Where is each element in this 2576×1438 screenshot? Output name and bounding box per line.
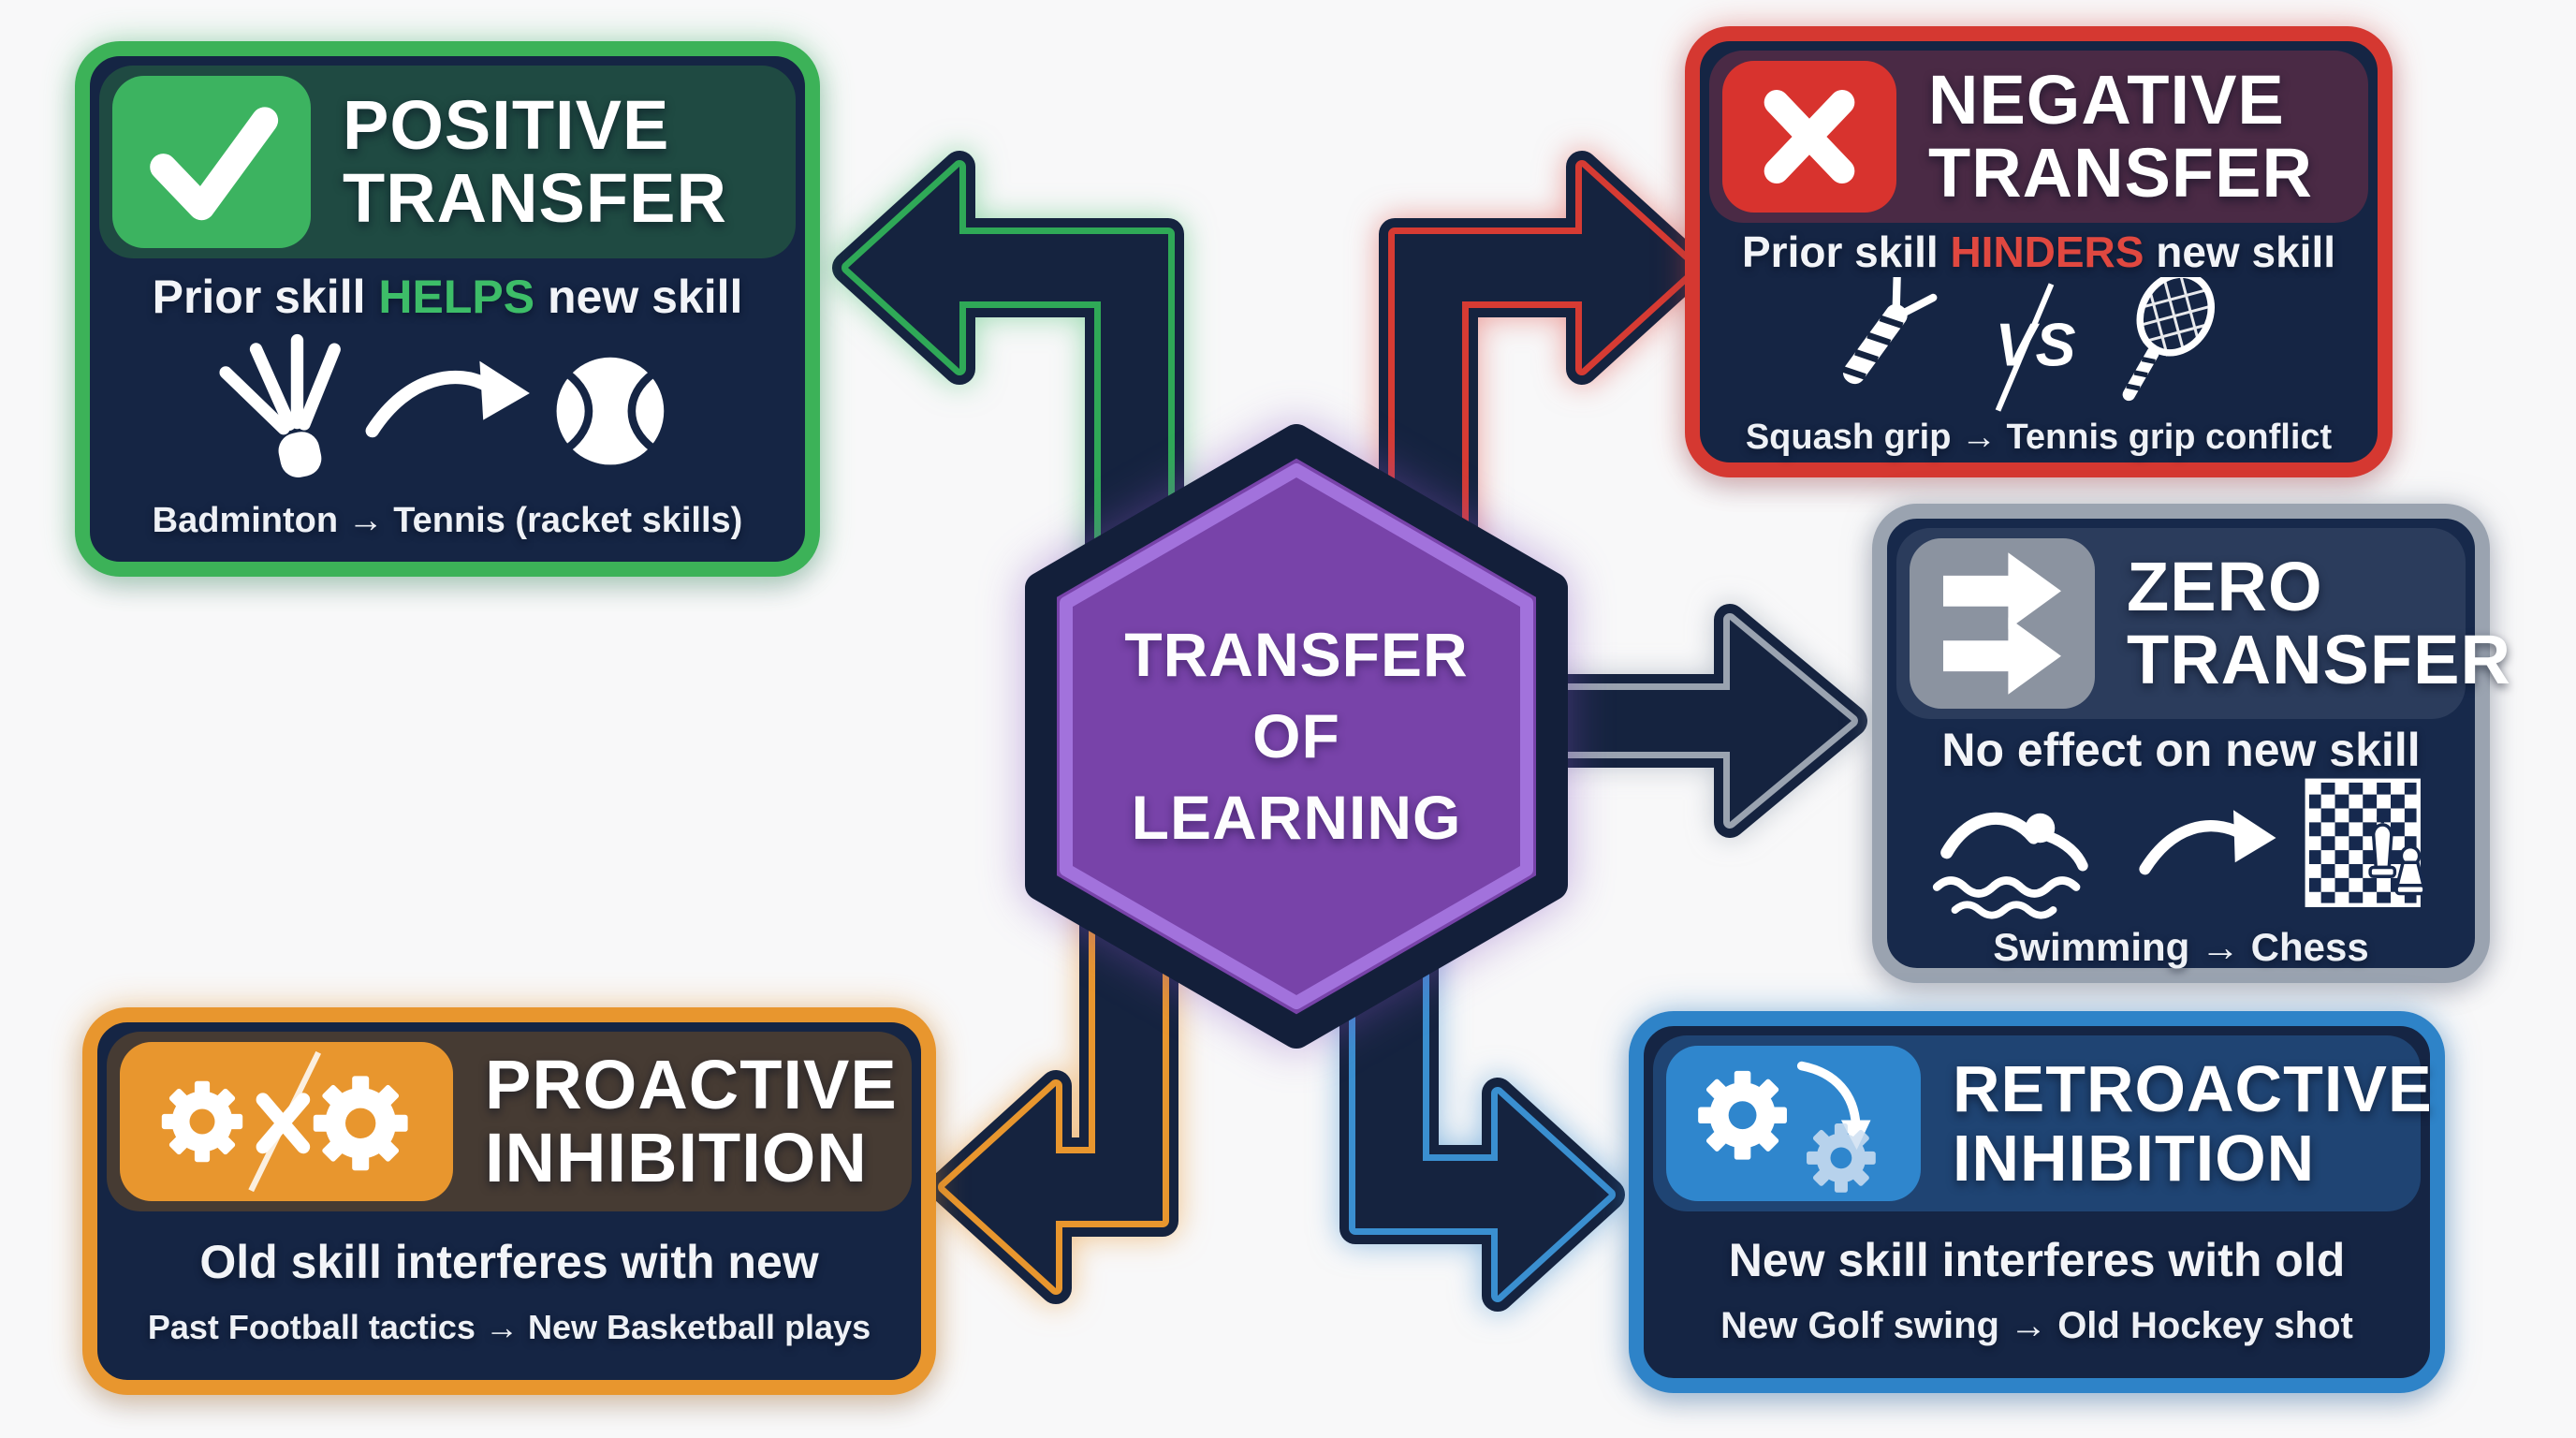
desc-text: new skill <box>2144 227 2335 276</box>
desc-text: No effect on new skill <box>1941 724 2421 776</box>
card-title: ZERO TRANSFER <box>2127 550 2511 697</box>
curve-arrow-icon <box>2139 810 2276 875</box>
desc-highlight: HELPS <box>378 271 535 324</box>
curve-arrow-icon <box>365 360 530 437</box>
tennis-racket-icon <box>2122 277 2216 402</box>
card-header: RETROACTIVE INHIBITION <box>1653 1035 2432 1211</box>
card-positive-transfer: POSITIVE TRANSFER Prior skill HELPS new … <box>75 41 820 577</box>
card-zero-transfer: ZERO TRANSFER No effect on new skill <box>1872 504 2510 983</box>
card-header: ZERO TRANSFER <box>1896 528 2510 719</box>
card-body: Prior skill HINDERS new skill VS <box>1700 223 2378 471</box>
card-title: POSITIVE TRANSFER <box>343 85 727 237</box>
tennis-ball-icon <box>556 357 665 464</box>
desc-text: Old skill interferes with new <box>199 1235 819 1288</box>
center-title-line: OF <box>1252 700 1340 770</box>
card-header: PROACTIVE INHIBITION <box>107 1032 912 1211</box>
title-line: TRANSFER <box>343 159 727 237</box>
title-line: INHIBITION <box>1953 1122 2316 1195</box>
card-body: No effect on new skill <box>1887 719 2475 983</box>
title-line: NEGATIVE <box>1928 60 2285 139</box>
card-title: RETROACTIVE INHIBITION <box>1953 1051 2433 1195</box>
shuttlecock-icon <box>219 333 341 477</box>
swimmer-icon <box>1932 812 2088 919</box>
arrow-to-proactive-inhibition <box>929 845 1178 1304</box>
card-example: Swimming → Chess <box>1993 925 2369 969</box>
card-body: Prior skill HELPS new skill <box>90 258 805 562</box>
card-description: Prior skill HELPS new skill <box>153 270 743 324</box>
card-description: Prior skill HINDERS new skill <box>1742 227 2335 277</box>
check-icon <box>112 76 311 248</box>
squash-grip-icon <box>1841 277 1938 385</box>
center-title-line: LEARNING <box>1131 783 1462 853</box>
card-description: New skill interferes with old <box>1729 1233 2346 1287</box>
desc-text: Prior skill <box>152 271 379 324</box>
title-line: ZERO <box>2127 547 2323 625</box>
badminton-to-tennis-icons <box>195 332 700 493</box>
card-header: POSITIVE TRANSFER <box>99 66 796 258</box>
x-icon <box>1722 61 1896 213</box>
arrow-to-positive-transfer <box>832 151 1184 671</box>
title-line: POSITIVE <box>343 85 670 164</box>
card-header: NEGATIVE TRANSFER <box>1709 51 2368 223</box>
title-line: PROACTIVE <box>485 1045 898 1123</box>
card-title: NEGATIVE TRANSFER <box>1928 60 2313 212</box>
transfer-of-learning-hexagon <box>1025 424 1568 1049</box>
card-title: PROACTIVE INHIBITION <box>485 1045 898 1196</box>
card-description: Old skill interferes with new <box>199 1235 818 1289</box>
card-example: Squash grip → Tennis grip conflict <box>1745 418 2333 457</box>
card-example: Badminton → Tennis (racket skills) <box>152 500 743 540</box>
arrow-to-negative-transfer <box>1379 151 1709 615</box>
card-example: Past Football tactics → New Basketball p… <box>147 1308 871 1347</box>
card-body: Old skill interferes with new Past Footb… <box>97 1211 921 1380</box>
desc-text: Prior skill <box>1742 227 1951 276</box>
gears-x-icon <box>120 1042 453 1201</box>
center-title-line: TRANSFER <box>1124 619 1469 689</box>
center-title: TRANSFER OF LEARNING <box>1041 440 1552 1033</box>
vs-slash-icon: VS <box>1996 283 2076 412</box>
chessboard-icon <box>2305 778 2426 907</box>
card-description: No effect on new skill <box>1941 723 2420 777</box>
card-retroactive-inhibition: RETROACTIVE INHIBITION New skill interfe… <box>1629 1011 2445 1393</box>
card-proactive-inhibition: PROACTIVE INHIBITION Old skill interfere… <box>82 1007 936 1395</box>
squash-vs-tennis-icons: VS <box>1805 277 2273 418</box>
card-body: New skill interferes with old New Golf s… <box>1644 1211 2430 1378</box>
svg-text:VS: VS <box>1996 312 2076 379</box>
card-negative-transfer: NEGATIVE TRANSFER Prior skill HINDERS ne… <box>1685 26 2393 477</box>
desc-text: new skill <box>534 271 743 324</box>
card-example: New Golf swing → Old Hockey shot <box>1720 1305 2353 1346</box>
title-line: TRANSFER <box>1928 134 2313 212</box>
title-line: RETROACTIVE <box>1953 1051 2433 1125</box>
title-line: TRANSFER <box>2127 621 2511 698</box>
gears-arrow-icon <box>1666 1046 1921 1201</box>
desc-highlight: HINDERS <box>1950 227 2144 276</box>
swimming-to-chess-icons <box>1919 777 2443 925</box>
title-line: INHIBITION <box>485 1119 868 1196</box>
double-arrow-icon <box>1910 538 2095 709</box>
desc-text: New skill interferes with old <box>1728 1234 2346 1286</box>
